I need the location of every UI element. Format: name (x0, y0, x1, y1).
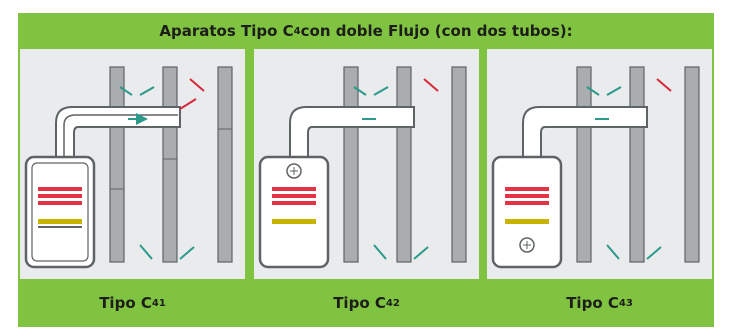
caption-c41-subscript: 41 (151, 297, 166, 309)
caption-c42-label: Tipo C (333, 294, 386, 312)
title-text: Aparatos Tipo C (159, 22, 294, 40)
burner-red (38, 187, 82, 205)
caption-c43-label: Tipo C (566, 294, 619, 312)
boiler-diagram-c43 (491, 66, 700, 269)
caption-c41-label: Tipo C (99, 294, 152, 312)
panel-c41 (20, 49, 245, 279)
boiler-diagram-c41 (24, 66, 233, 269)
panel-c42 (254, 49, 479, 279)
panel-c43 (487, 49, 712, 279)
title-tail: con doble Flujo (con dos tubos): (300, 22, 573, 40)
boiler-diagram-c42 (258, 66, 467, 269)
caption-c42-subscript: 42 (385, 297, 400, 309)
title-subscript: 4 (293, 25, 301, 37)
caption-c43-subscript: 43 (618, 297, 633, 309)
